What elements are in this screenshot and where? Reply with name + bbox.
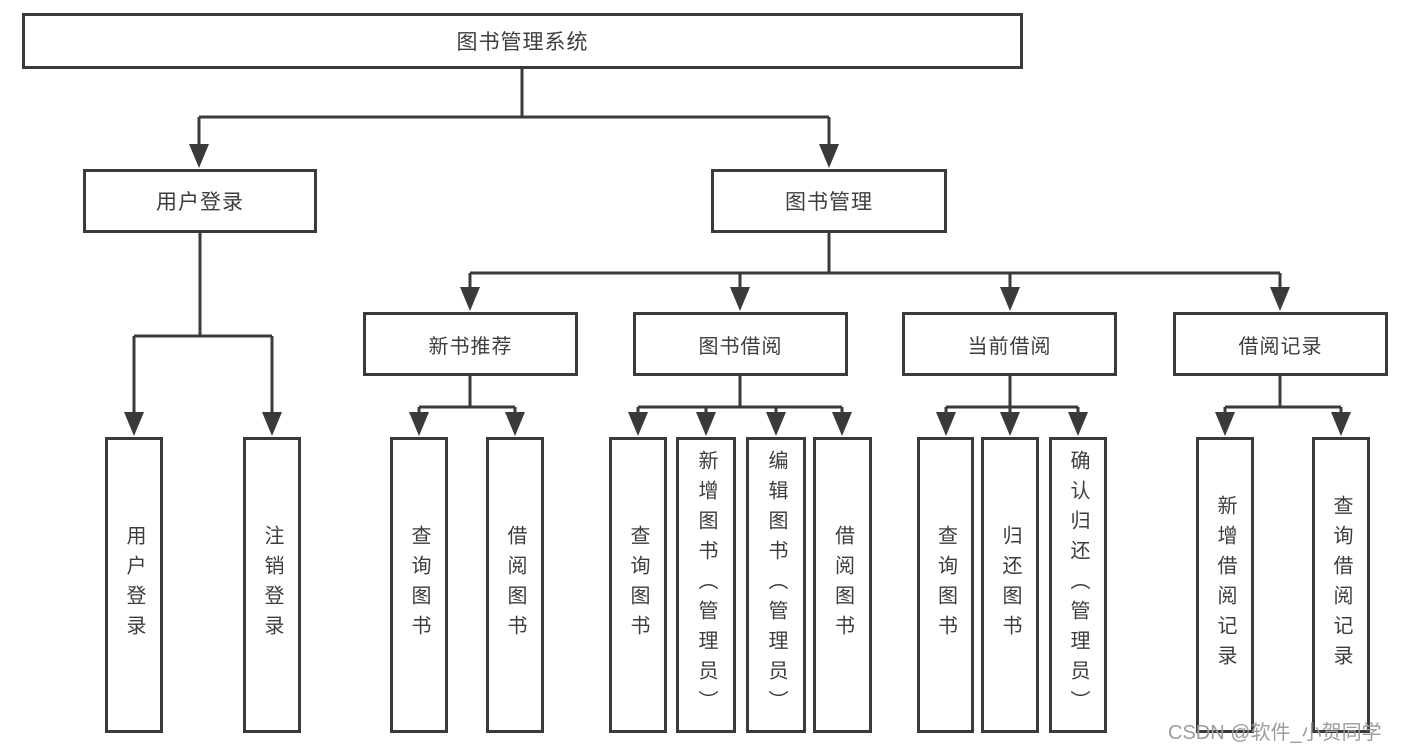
leaf-add-books-label: 新增图书（管理员） [695, 450, 717, 720]
node-book-borrow-label: 图书借阅 [698, 335, 783, 358]
connector-borrowrecords-to-leaves [1215, 375, 1351, 436]
leaf-return-books-label: 归还图书 [999, 525, 1021, 645]
arrow-down-icon [936, 412, 956, 436]
leaf-add-borrow-record-label: 新增借阅记录 [1214, 495, 1236, 675]
node-root-label: 图书管理系统 [456, 31, 589, 54]
leaf-query-borrow-record: 查询借阅记录 [1312, 437, 1370, 733]
leaf-user-login: 用户登录 [105, 437, 163, 733]
node-user-login-label: 用户登录 [156, 191, 244, 214]
arrow-down-icon [1270, 287, 1290, 311]
connector-userlogin-to-leaves [124, 233, 282, 436]
leaf-query-borrow-record-label: 查询借阅记录 [1330, 495, 1352, 675]
node-book-mgmt: 图书管理 [711, 169, 947, 233]
arrow-down-icon [628, 412, 648, 436]
node-current-borrow: 当前借阅 [902, 312, 1117, 376]
connector-newbookrec-to-leaves [409, 375, 525, 436]
leaf-return-books: 归还图书 [981, 437, 1039, 733]
node-new-book-rec-label: 新书推荐 [428, 335, 513, 358]
arrow-down-icon [505, 412, 525, 436]
node-user-login: 用户登录 [83, 169, 317, 233]
leaf-query-books-label: 查询图书 [627, 525, 649, 645]
arrow-down-icon [1000, 287, 1020, 311]
arrow-down-icon [124, 412, 144, 436]
node-book-mgmt-label: 图书管理 [785, 191, 873, 214]
leaf-add-borrow-record: 新增借阅记录 [1196, 437, 1254, 733]
arrow-down-icon [819, 144, 839, 168]
leaf-query-books-label: 查询图书 [934, 525, 957, 645]
connector-root-to-level2 [189, 69, 839, 168]
arrow-down-icon [1000, 412, 1020, 436]
leaf-confirm-return-admin: 确认归还（管理员） [1049, 437, 1107, 733]
arrow-down-icon [460, 287, 480, 311]
leaf-borrow-books-under-bookborrow: 借阅图书 [813, 437, 872, 733]
leaf-logout: 注销登录 [243, 437, 301, 733]
leaf-query-books-under-bookborrow: 查询图书 [609, 437, 667, 733]
arrow-down-icon [1068, 412, 1088, 436]
leaf-add-books-admin: 新增图书（管理员） [676, 437, 736, 733]
node-borrow-records: 借阅记录 [1173, 312, 1388, 376]
arrow-down-icon [766, 412, 786, 436]
arrow-down-icon [730, 287, 750, 311]
arrow-down-icon [409, 412, 429, 436]
leaf-borrow-books-under-newbookrec: 借阅图书 [486, 437, 544, 733]
node-book-borrow: 图书借阅 [633, 312, 848, 376]
connector-bookmgmt-to-level3 [460, 233, 1290, 311]
csdn-watermark: CSDN @软件_小贺同学 [1168, 722, 1382, 744]
node-root: 图书管理系统 [22, 13, 1023, 69]
leaf-logout-label: 注销登录 [261, 525, 283, 645]
leaf-borrow-books-label: 借阅图书 [504, 525, 526, 645]
node-borrow-records-label: 借阅记录 [1238, 335, 1323, 358]
connector-bookborrow-to-leaves [628, 375, 852, 436]
node-new-book-rec: 新书推荐 [363, 312, 578, 376]
arrow-down-icon [1215, 412, 1235, 436]
arrow-down-icon [1331, 412, 1351, 436]
leaf-borrow-books-label: 借阅图书 [831, 525, 854, 645]
arrow-down-icon [262, 412, 282, 436]
leaf-confirm-return-label: 确认归还（管理员） [1067, 450, 1089, 720]
arrow-down-icon [832, 412, 852, 436]
leaf-edit-books-label: 编辑图书（管理员） [765, 450, 787, 720]
leaf-query-books-under-newbookrec: 查询图书 [390, 437, 448, 733]
node-current-borrow-label: 当前借阅 [967, 335, 1052, 358]
leaf-query-books-under-currentborrow: 查询图书 [917, 437, 974, 733]
leaf-user-login-label: 用户登录 [123, 525, 145, 645]
arrow-down-icon [696, 412, 716, 436]
leaf-query-books-label: 查询图书 [408, 525, 430, 645]
leaf-edit-books-admin: 编辑图书（管理员） [746, 437, 806, 733]
connector-currentborrow-to-leaves [936, 375, 1088, 436]
arrow-down-icon [189, 144, 209, 168]
